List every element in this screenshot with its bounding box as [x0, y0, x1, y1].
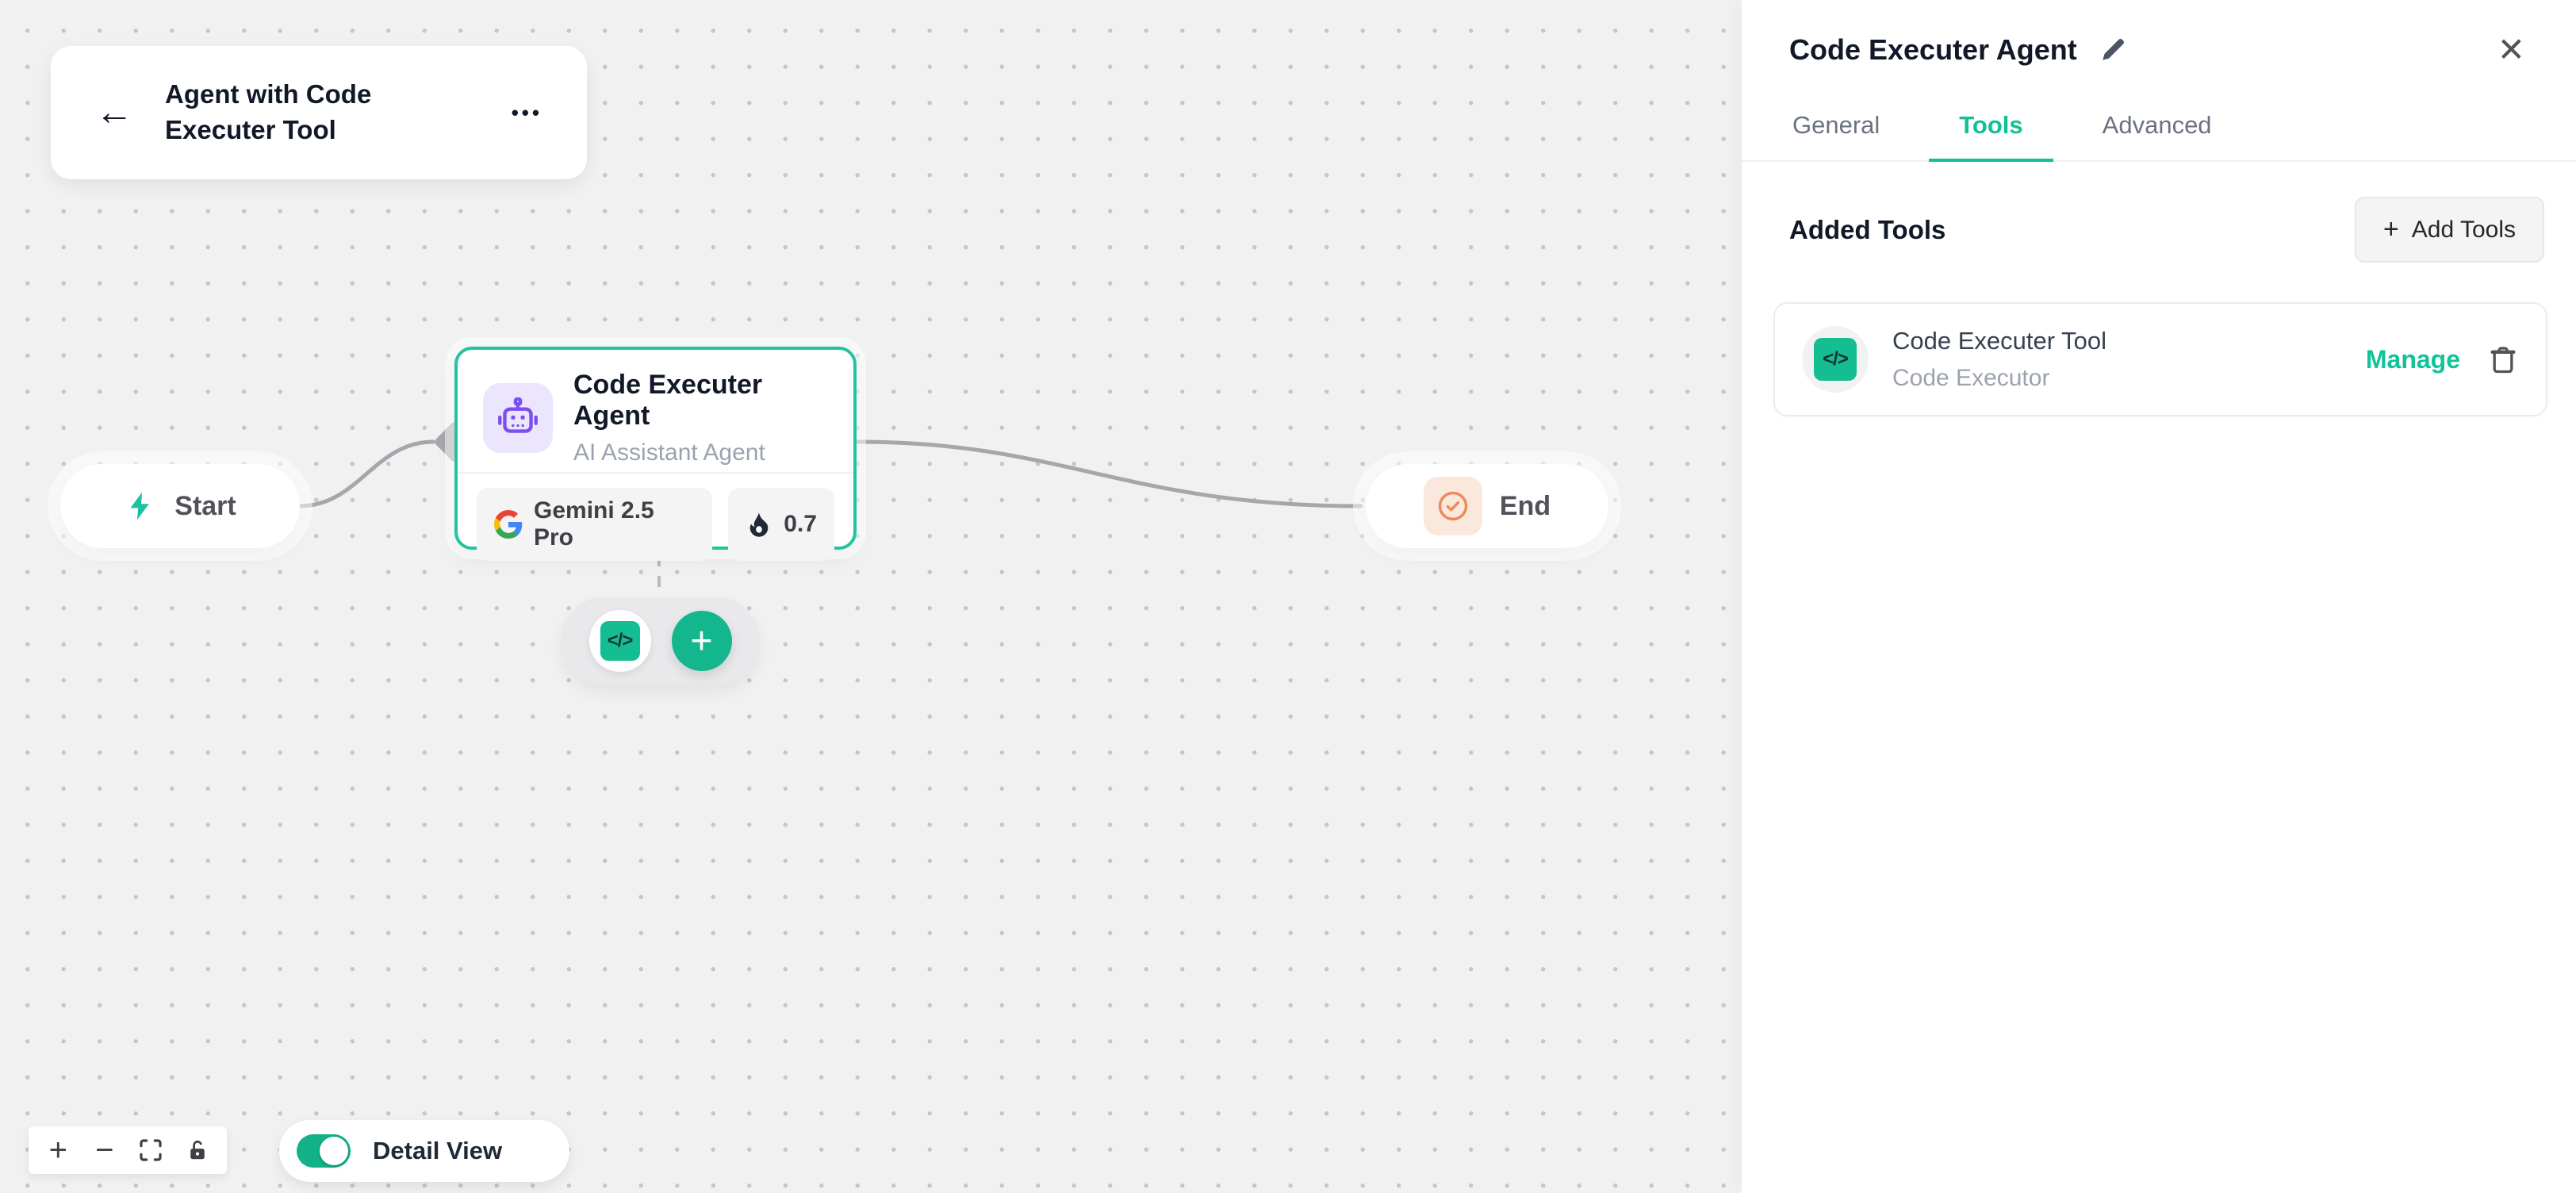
lock-button[interactable]: [178, 1128, 217, 1172]
fit-view-button[interactable]: [131, 1128, 171, 1172]
detail-view-pill: Detail View: [279, 1120, 569, 1182]
tool-type: Code Executor: [1892, 365, 2050, 391]
agent-node[interactable]: Code Executer Agent AI Assistant Agent G: [454, 347, 857, 561]
tool-name: Code Executer Tool: [1892, 327, 2106, 355]
model-badge-label: Gemini 2.5 Pro: [534, 497, 654, 550]
end-node-label: End: [1499, 490, 1551, 521]
check-circle-icon: [1423, 477, 1482, 535]
more-menu-icon[interactable]: •••: [511, 100, 542, 125]
flow-canvas[interactable]: ← Agent with Code Executer Tool ••• Star…: [0, 0, 1742, 1193]
model-badge[interactable]: Gemini 2.5 Pro: [477, 488, 713, 561]
detail-view-label: Detail View: [373, 1137, 503, 1164]
flow-title: Agent with Code Executer Tool: [165, 79, 372, 144]
end-node[interactable]: End: [1366, 464, 1608, 548]
add-tools-button-label: Add Tools: [2411, 216, 2516, 243]
panel-tabs: General Tools Advanced: [1742, 98, 2576, 162]
added-tools-row: Added Tools + Add Tools: [1789, 197, 2544, 263]
edge-agent-to-end: [856, 439, 1363, 508]
zoom-out-button[interactable]: −: [95, 1133, 114, 1168]
back-arrow-icon[interactable]: ←: [95, 91, 133, 133]
flame-icon: [746, 511, 772, 538]
panel-header: Code Executer Agent ✕: [1742, 0, 2576, 67]
agent-settings-panel: Code Executer Agent ✕ General Tools Adva…: [1742, 0, 2576, 1193]
tab-tools[interactable]: Tools: [1929, 98, 2053, 162]
added-tools-heading: Added Tools: [1789, 214, 1946, 244]
agent-node-title: Code Executer Agent: [573, 370, 763, 431]
panel-title: Code Executer Agent: [1789, 33, 2077, 66]
code-icon: </>: [600, 621, 640, 661]
code-icon: </>: [1814, 338, 1857, 381]
tool-avatar: </>: [1802, 326, 1869, 393]
tab-general[interactable]: General: [1792, 111, 1880, 139]
agent-node-subtitle: AI Assistant Agent: [573, 439, 765, 466]
temperature-badge-value: 0.7: [784, 511, 817, 537]
add-tools-button[interactable]: + Add Tools: [2354, 197, 2544, 263]
detail-view-toggle[interactable]: [297, 1134, 351, 1168]
tab-advanced[interactable]: Advanced: [2102, 111, 2212, 139]
add-tool-plus-button[interactable]: +: [671, 611, 732, 671]
tool-card: </> Code Executer Tool Code Executor Man…: [1773, 302, 2547, 416]
code-tool-chip[interactable]: </>: [588, 610, 651, 672]
canvas-controls: + −: [29, 1126, 227, 1174]
trash-icon[interactable]: [2487, 343, 2519, 375]
lightning-bolt-icon: [124, 489, 157, 523]
flow-title-card: ← Agent with Code Executer Tool •••: [51, 46, 587, 179]
zoom-in-button[interactable]: +: [48, 1133, 67, 1168]
attached-tools-pill: </> +: [561, 597, 760, 685]
toggle-knob: [320, 1137, 348, 1165]
google-g-icon: [494, 510, 523, 539]
start-node[interactable]: Start: [60, 464, 300, 548]
edit-pencil-icon[interactable]: [2099, 36, 2126, 63]
close-icon[interactable]: ✕: [2497, 31, 2525, 68]
edge-start-to-agent: [297, 439, 435, 508]
plus-icon: +: [2382, 214, 2399, 244]
start-node-label: Start: [174, 490, 236, 521]
robot-icon: [483, 383, 553, 453]
temperature-badge[interactable]: 0.7: [728, 488, 834, 561]
manage-link[interactable]: Manage: [2365, 344, 2460, 374]
